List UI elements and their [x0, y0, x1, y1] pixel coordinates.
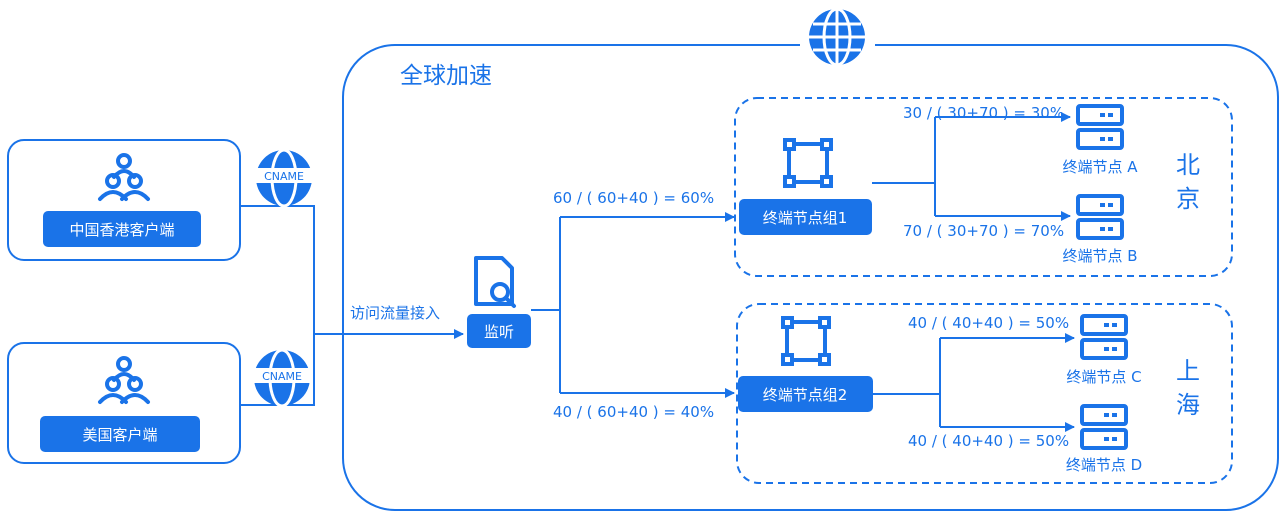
client-card-hongkong: 中国香港客户端 [7, 139, 241, 261]
ingress-label: 访问流量接入 [350, 304, 440, 322]
region-box-beijing [734, 97, 1233, 277]
node-c-weight-label: 40 / ( 40+40 ) = 50% [908, 314, 1069, 332]
client-card-usa: 美国客户端 [7, 342, 241, 464]
node-d-weight-label: 40 / ( 40+40 ) = 50% [908, 432, 1069, 450]
node-group-2-label: 终端节点组2 [763, 386, 848, 404]
node-group-icon [781, 316, 831, 366]
globe-icon [809, 7, 865, 67]
node-group-1-button[interactable] [739, 199, 872, 235]
global-acceleration-container [342, 44, 1279, 511]
server-icon [1076, 194, 1124, 240]
client-label-usa: 美国客户端 [82, 426, 157, 444]
listener-button[interactable] [467, 314, 531, 348]
group-1-weight-label: 60 / ( 60+40 ) = 60% [553, 189, 714, 207]
connector-listener-trunk [531, 217, 561, 393]
document-search-icon [474, 256, 516, 308]
server-icon [1080, 314, 1128, 360]
node-d-label: 终端节点 D [1066, 456, 1142, 474]
users-icon [98, 153, 150, 201]
global-acceleration-title: 全球加速 [400, 63, 492, 89]
cname-badge-usa: CNAME [252, 348, 312, 408]
node-a-label: 终端节点 A [1062, 158, 1138, 176]
connector-hongkong-to-ingress [240, 205, 315, 334]
node-group-1-label: 终端节点组1 [763, 209, 848, 227]
users-icon [98, 356, 150, 404]
connector-group-1-branch [872, 117, 936, 216]
client-label-hongkong: 中国香港客户端 [69, 221, 174, 239]
server-icon [1076, 104, 1124, 150]
node-b-label: 终端节点 B [1062, 247, 1137, 265]
cname-badge-hongkong: CNAME [254, 148, 314, 208]
node-group-2-button[interactable] [738, 376, 873, 412]
client-button-usa[interactable] [40, 416, 200, 452]
region-label-shanghai-1: 上 [1176, 357, 1200, 385]
node-c-label: 终端节点 C [1066, 368, 1141, 386]
server-icon [1080, 404, 1128, 450]
node-a-weight-label: 30 / ( 30+70 ) = 30% [903, 104, 1064, 122]
cname-label-hongkong: CNAME [264, 170, 304, 183]
region-label-shanghai-2: 海 [1176, 391, 1200, 419]
region-label-beijing-1: 北 [1176, 151, 1200, 179]
group-2-weight-label: 40 / ( 60+40 ) = 40% [553, 403, 714, 421]
node-b-weight-label: 70 / ( 30+70 ) = 70% [903, 222, 1064, 240]
region-label-beijing-2: 京 [1176, 185, 1200, 213]
connector-usa-to-ingress [240, 334, 315, 406]
client-button-hongkong[interactable] [43, 211, 201, 247]
cname-label-usa: CNAME [262, 370, 302, 383]
node-group-icon [783, 138, 833, 188]
connector-group-2-branch [873, 338, 941, 427]
listener-label: 监听 [484, 323, 514, 341]
region-box-shanghai [736, 303, 1233, 484]
